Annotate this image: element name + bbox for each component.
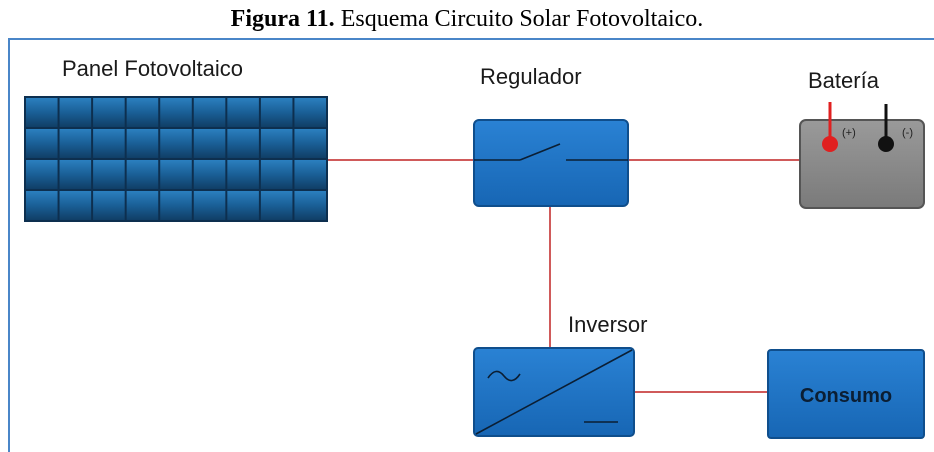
panel-cell [59,191,92,220]
panel-cell [160,160,192,189]
panel-cell [294,160,326,189]
negative-terminal [878,136,894,152]
panel-cell [93,129,125,158]
panel-cell [26,191,58,220]
panel-cell [193,160,226,189]
battery-positive-label: (+) [842,127,856,139]
load: Consumo [767,349,925,439]
panel-cell [160,129,192,158]
load-box [767,349,925,439]
figure-caption: Figura 11. Esquema Circuito Solar Fotovo… [0,4,934,34]
panel-cell [59,160,92,189]
panel-cell [26,129,58,158]
panel-cell [294,129,326,158]
panel-cell [227,191,259,220]
load-label: Consumo [800,385,892,407]
panel-cell [59,129,92,158]
wires [328,159,800,393]
switch-blade [519,143,561,161]
panel-cell [26,98,58,127]
panel-cell [227,98,259,127]
ac-wave-icon [487,370,521,382]
solar-panel [24,96,328,222]
panel-cell [26,160,58,189]
panel-cell [126,98,159,127]
panel-cell [294,98,326,127]
inverter-label: Inversor [568,312,648,337]
panel-cell [193,191,226,220]
regulator [473,119,629,207]
panel-cell [260,191,293,220]
frame-left-border [8,38,10,452]
panel-cell [294,191,326,220]
panel-label: Panel Fotovoltaico [62,56,243,81]
panel-cells [26,98,326,220]
battery: (+) (-) [799,102,925,209]
panel-cell [193,98,226,127]
panel-cell [227,129,259,158]
panel-cell [126,129,159,158]
panel-cell [260,160,293,189]
panel-cell [193,129,226,158]
panel-cell [260,129,293,158]
panel-cell [126,160,159,189]
inverter-diagonal [475,349,633,435]
panel-cell [260,98,293,127]
panel-cell [59,98,92,127]
panel-cell [93,191,125,220]
panel-cell [93,98,125,127]
frame-top-border [8,38,934,40]
regulator-box [473,119,629,207]
battery-negative-label: (-) [902,127,913,139]
figure-number: Figura 11. [230,6,335,32]
figure-title: Esquema Circuito Solar Fotovoltaico. [334,6,704,32]
panel-cell [227,160,259,189]
panel-cell [160,191,192,220]
panel-cell [93,160,125,189]
panel-cell [160,98,192,127]
panel-cell [126,191,159,220]
positive-terminal [822,136,838,152]
regulator-label: Regulador [480,64,582,89]
inverter [473,347,635,437]
battery-label: Batería [808,68,879,93]
